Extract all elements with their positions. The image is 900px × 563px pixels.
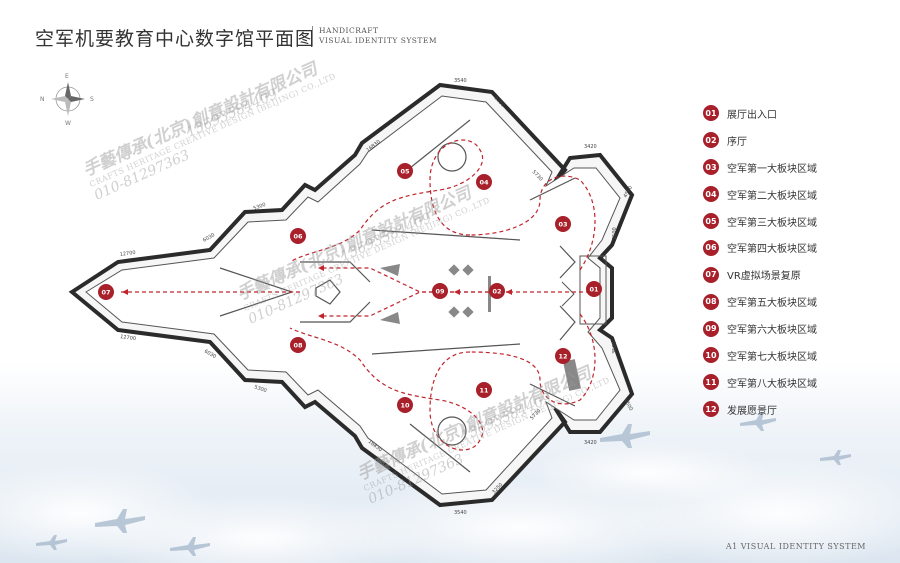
- brand-subtitle: HANDICRAFT VISUAL IDENTITY SYSTEM: [312, 26, 437, 46]
- dimension-label: 12700: [120, 334, 137, 342]
- interior-partitions: [219, 119, 576, 473]
- svg-text:11: 11: [479, 387, 489, 395]
- dimension-label: 3420: [584, 440, 597, 446]
- svg-text:06: 06: [293, 233, 303, 241]
- legend-badge: 07: [703, 266, 719, 283]
- plan-marker-06[interactable]: 06: [290, 228, 306, 244]
- legend-label: 空军第三大板块区域: [727, 217, 817, 229]
- svg-text:07: 07: [101, 289, 110, 297]
- svg-text:03: 03: [558, 221, 567, 229]
- dimension-label: 5300: [253, 202, 267, 212]
- svg-text:12: 12: [558, 353, 567, 361]
- legend-label: 空军第五大板块区域: [727, 298, 817, 310]
- legend-label: 空军第二大板块区域: [727, 190, 817, 202]
- legend-item[interactable]: 04 空军第二大板块区域: [703, 181, 817, 208]
- legend: 01 展厅出入口 02 序厅 03 空军第一大板块区域 04 空军第二大板块区域 05 空…: [703, 100, 817, 423]
- display-cases: [448, 264, 581, 391]
- legend-badge: 04: [703, 186, 719, 203]
- plan-marker-10[interactable]: 10: [397, 397, 413, 413]
- dimension-label: 3500: [612, 227, 618, 240]
- legend-badge: 12: [703, 401, 719, 418]
- svg-text:05: 05: [400, 168, 410, 176]
- svg-text:01: 01: [589, 286, 599, 294]
- legend-item[interactable]: 08 空军第五大板块区域: [703, 288, 817, 315]
- legend-label: 发展愿景厅: [727, 405, 777, 417]
- legend-label: 空军第八大板块区域: [727, 378, 817, 390]
- legend-label: 展厅出入口: [727, 109, 777, 121]
- legend-item[interactable]: 06 空军第四大板块区域: [703, 234, 817, 261]
- legend-item[interactable]: 12 发展愿景厅: [703, 396, 817, 423]
- compass-icon: E N S W: [40, 73, 94, 127]
- dimension-label: 4500: [623, 185, 635, 199]
- plan-markers: 01 02 03 04 05 06 07 08 09 10 11 12: [98, 163, 602, 413]
- legend-badge: 11: [703, 374, 719, 391]
- legend-item[interactable]: 01 展厅出入口: [703, 100, 817, 127]
- dimension-label: 6030: [202, 232, 216, 244]
- compass-bottom-label: W: [65, 120, 71, 127]
- dimension-label: 12700: [119, 250, 136, 258]
- legend-label: 空军第七大板块区域: [727, 351, 817, 363]
- compass-left-label: N: [40, 96, 45, 103]
- legend-item[interactable]: 02 序厅: [703, 127, 817, 154]
- route-arrows: [122, 265, 512, 319]
- svg-text:02: 02: [492, 288, 501, 296]
- dimension-label: 3540: [454, 78, 467, 84]
- entrance-structure: [561, 255, 607, 325]
- svg-text:08: 08: [293, 342, 303, 350]
- page-title: 空军机要教育中心数字馆平面图: [35, 28, 316, 50]
- legend-badge: 05: [703, 213, 719, 229]
- plan-marker-04[interactable]: 04: [476, 174, 492, 190]
- svg-text:04: 04: [479, 179, 489, 187]
- dimension-label: 6030: [203, 349, 217, 361]
- legend-badge: 06: [703, 239, 719, 256]
- plan-marker-01[interactable]: 01: [586, 281, 602, 297]
- plan-marker-09[interactable]: 09: [432, 283, 448, 299]
- legend-item[interactable]: 11 空军第八大板块区域: [703, 369, 817, 396]
- plan-marker-12[interactable]: 12: [555, 348, 571, 364]
- compass-right-label: S: [90, 96, 94, 103]
- legend-item[interactable]: 03 空军第一大板块区域: [703, 154, 817, 181]
- svg-text:09: 09: [435, 288, 445, 296]
- plan-marker-02[interactable]: 02: [489, 283, 505, 299]
- plan-marker-05[interactable]: 05: [397, 163, 413, 179]
- subtitle-line-1: HANDICRAFT: [319, 26, 379, 35]
- svg-text:10: 10: [400, 402, 410, 410]
- legend-label: 空军第一大板块区域: [727, 163, 817, 175]
- compass-top-label: E: [65, 73, 69, 80]
- legend-label: VR虚拟场景复原: [727, 271, 801, 283]
- legend-badge: 01: [703, 105, 719, 122]
- plan-marker-11[interactable]: 11: [476, 382, 492, 398]
- subtitle-line-2: VISUAL IDENTITY SYSTEM: [319, 36, 438, 45]
- plan-marker-07[interactable]: 07: [98, 284, 114, 300]
- dimension-label: 4500: [622, 398, 634, 412]
- dimension-label: 3420: [584, 144, 597, 150]
- dimension-label: 5300: [253, 384, 267, 394]
- legend-item[interactable]: 07 VR虚拟场景复原: [703, 261, 817, 288]
- legend-badge: 10: [703, 347, 719, 364]
- footer-text: A1 VISUAL IDENTITY SYSTEM: [725, 542, 866, 551]
- legend-item[interactable]: 10 空军第七大板块区域: [703, 342, 817, 369]
- legend-badge: 08: [703, 293, 719, 310]
- legend-label: 空军第四大板块区域: [727, 244, 817, 256]
- dimension-label: 3500: [612, 341, 618, 354]
- legend-badge: 03: [703, 159, 719, 176]
- legend-item[interactable]: 05 空军第三大板块区域: [703, 208, 817, 235]
- plan-marker-03[interactable]: 03: [555, 216, 571, 232]
- legend-label: 空军第六大板块区域: [727, 325, 817, 337]
- legend-label: 序厅: [727, 136, 747, 148]
- legend-item[interactable]: 09 空军第六大板块区域: [703, 315, 817, 342]
- legend-badge: 09: [703, 320, 719, 337]
- visitor-route: [118, 139, 596, 451]
- dimension-label: 3540: [454, 510, 467, 516]
- legend-badge: 02: [703, 132, 719, 149]
- plan-marker-08[interactable]: 08: [290, 337, 306, 353]
